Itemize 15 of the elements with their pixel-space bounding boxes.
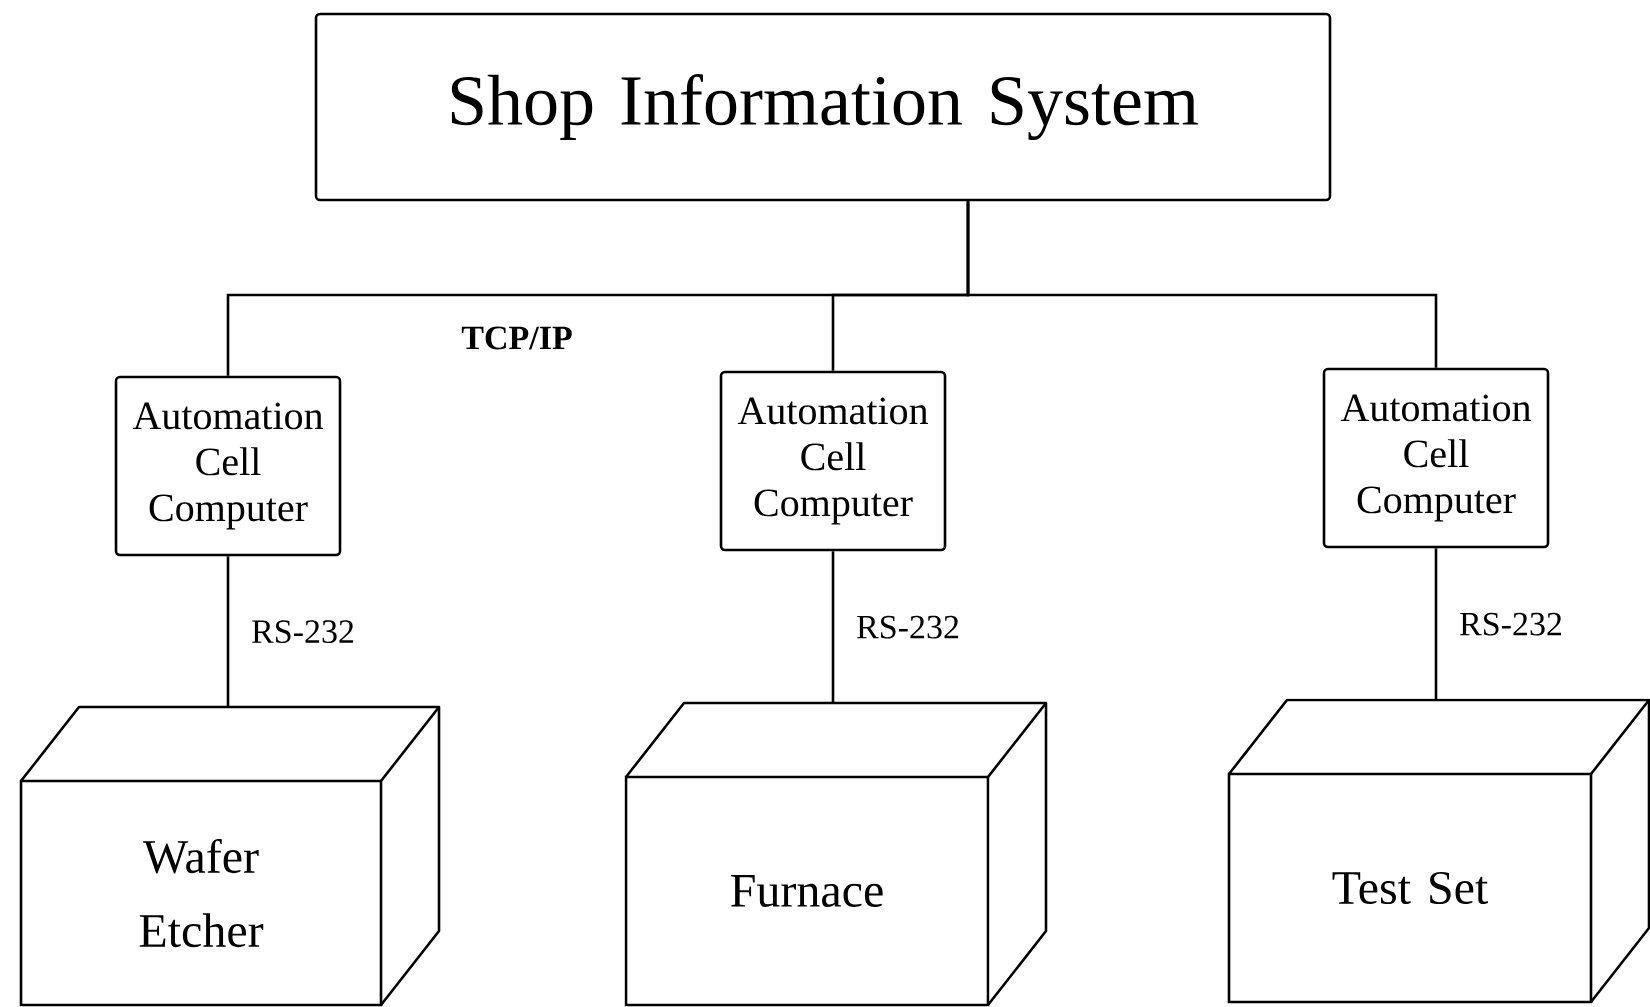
machine-cube: Test Set xyxy=(1227,698,1650,1004)
connector-line xyxy=(1434,548,1438,700)
computer-box: Automation Cell Computer xyxy=(114,375,342,557)
machine-cube: Wafer Etcher xyxy=(19,705,441,1007)
system-box: Shop Information System xyxy=(314,12,1332,202)
connector-line xyxy=(226,556,230,707)
edge-label: RS-232 xyxy=(857,615,959,639)
connector-line xyxy=(966,201,1438,368)
computer-box: Automation Cell Computer xyxy=(719,370,947,552)
computer-box: Automation Cell Computer xyxy=(1322,367,1550,549)
network-label: TCP/IP xyxy=(461,326,572,350)
connector-line xyxy=(831,551,835,703)
edge-label: RS-232 xyxy=(252,620,354,644)
machine-cube: Furnace xyxy=(624,701,1048,1007)
edge-label: RS-232 xyxy=(1460,612,1562,636)
